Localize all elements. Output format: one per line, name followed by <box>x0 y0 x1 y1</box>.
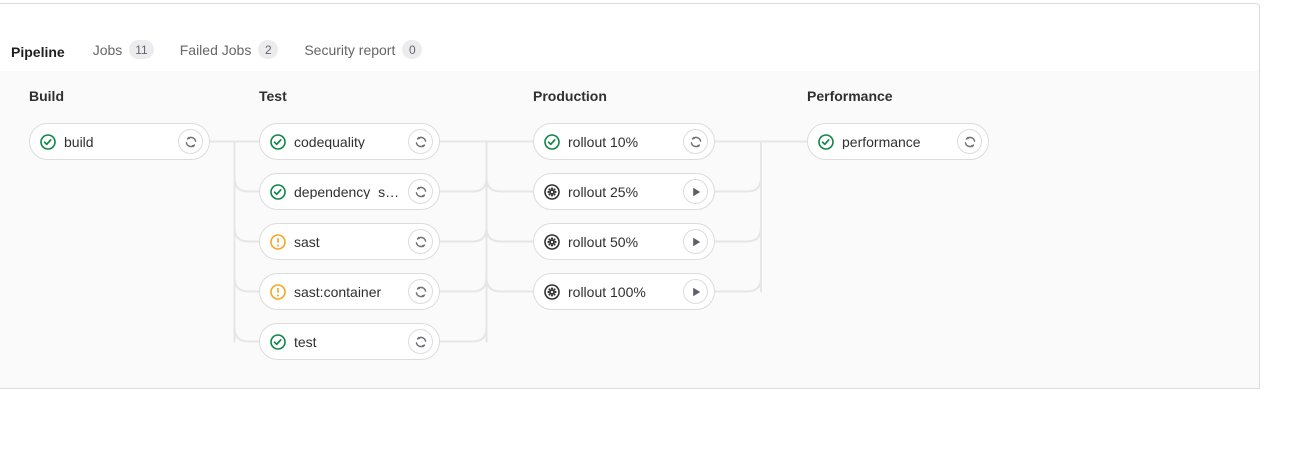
stage-title: Performance <box>807 88 893 104</box>
play-icon <box>692 287 700 296</box>
retry-job-button[interactable] <box>957 129 982 154</box>
job-name: rollout 100% <box>568 284 646 299</box>
play-job-button[interactable] <box>683 229 708 254</box>
retry-icon <box>415 136 426 147</box>
retry-icon <box>415 186 426 197</box>
job-card[interactable]: codequality <box>259 123 440 160</box>
retry-icon <box>964 136 975 147</box>
play-icon <box>692 237 700 246</box>
retry-job-button[interactable] <box>683 129 708 154</box>
retry-job-button[interactable] <box>408 329 433 354</box>
tab-label: Failed Jobs <box>179 41 252 58</box>
job-card[interactable]: dependency_s… <box>259 173 440 210</box>
status-success-icon <box>270 133 286 150</box>
status-success-icon <box>270 183 286 200</box>
job-name: build <box>64 134 94 149</box>
job-card[interactable]: performance <box>807 123 989 160</box>
job-name: dependency_s… <box>294 184 400 199</box>
tab-label: Security report <box>304 41 396 58</box>
tab-count-badge: 0 <box>402 40 423 59</box>
tab-label: Jobs <box>92 41 123 58</box>
pipeline-graph: Build build Test codequality dependency_s…sa… <box>0 71 1259 388</box>
retry-icon <box>415 336 426 347</box>
status-manual-icon <box>544 233 560 250</box>
job-name: sast <box>294 234 320 249</box>
retry-job-button[interactable] <box>408 229 433 254</box>
retry-job-button[interactable] <box>408 129 433 154</box>
retry-job-button[interactable] <box>408 179 433 204</box>
retry-icon <box>415 236 426 247</box>
status-warning-icon <box>270 283 286 300</box>
job-card[interactable]: rollout 25% <box>533 173 715 210</box>
status-success-icon <box>270 333 286 350</box>
job-name: rollout 10% <box>568 134 639 149</box>
tab-label: Pipeline <box>11 44 65 60</box>
retry-icon <box>415 286 426 297</box>
job-name: rollout 50% <box>568 234 639 249</box>
tab-count-badge: 11 <box>129 40 154 59</box>
status-manual-icon <box>544 283 560 300</box>
stage-title: Production <box>533 88 607 104</box>
job-name: codequality <box>294 134 365 149</box>
retry-job-button[interactable] <box>408 279 433 304</box>
status-success-icon <box>40 133 56 150</box>
tab-count-badge: 2 <box>258 40 279 59</box>
status-success-icon <box>544 133 560 150</box>
job-card[interactable]: rollout 100% <box>533 273 715 310</box>
job-card[interactable]: test <box>259 323 440 360</box>
job-name: sast:container <box>294 284 382 299</box>
play-icon <box>692 187 700 196</box>
stage-title: Test <box>259 88 287 104</box>
play-job-button[interactable] <box>683 179 708 204</box>
play-job-button[interactable] <box>683 279 708 304</box>
job-card[interactable]: sast:container <box>259 273 440 310</box>
job-name: rollout 25% <box>568 184 639 199</box>
tab-jobs[interactable]: Jobs 11 <box>80 40 167 73</box>
job-card[interactable]: rollout 50% <box>533 223 715 260</box>
job-name: test <box>294 334 317 349</box>
status-success-icon <box>818 133 834 150</box>
status-warning-icon <box>270 233 286 250</box>
job-name: performance <box>842 134 921 149</box>
stage-title: Build <box>29 88 64 104</box>
retry-icon <box>185 136 196 147</box>
tab-failed-jobs[interactable]: Failed Jobs 2 <box>167 40 292 73</box>
job-card[interactable]: sast <box>259 223 440 260</box>
retry-job-button[interactable] <box>178 129 203 154</box>
pipeline-tab-bar: Pipeline Jobs 11 Failed Jobs 2 Security repor… <box>0 8 1259 74</box>
status-manual-icon <box>544 183 560 200</box>
retry-icon <box>690 136 701 147</box>
job-card[interactable]: build <box>29 123 210 160</box>
tab-pipeline[interactable]: Pipeline <box>11 44 80 74</box>
job-card[interactable]: rollout 10% <box>533 123 715 160</box>
tab-security-report[interactable]: Security report 0 <box>291 40 435 73</box>
